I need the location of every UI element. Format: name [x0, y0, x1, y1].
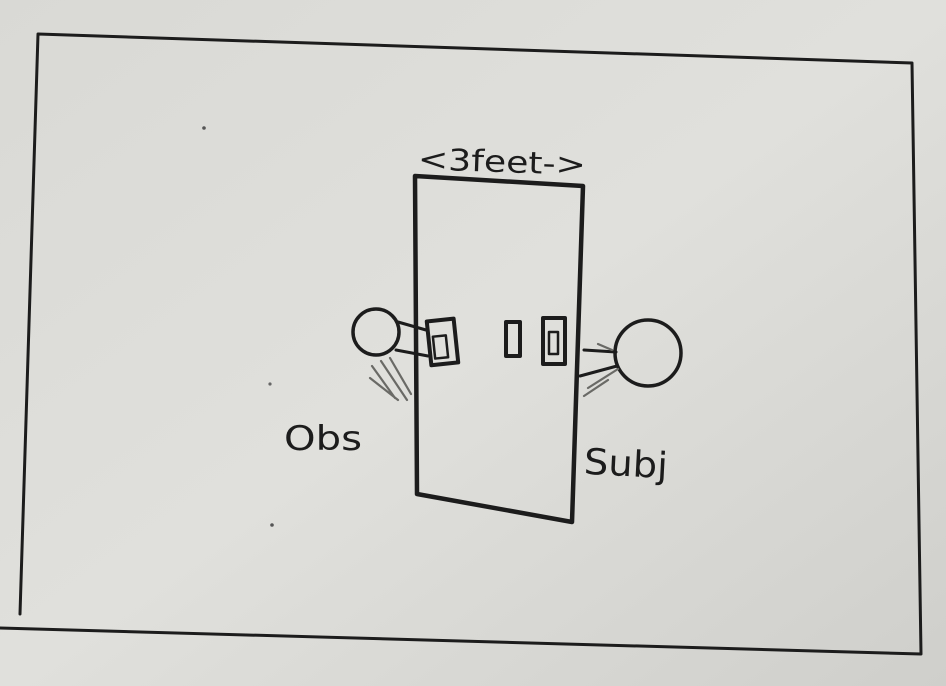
pencil-dot — [270, 523, 274, 527]
pencil-dot — [202, 126, 206, 130]
observer-label: Obs — [284, 419, 362, 459]
width-annotation: <3feet-> — [417, 142, 586, 183]
subject-label: Subj — [583, 442, 669, 487]
pencil-dot — [268, 382, 271, 385]
